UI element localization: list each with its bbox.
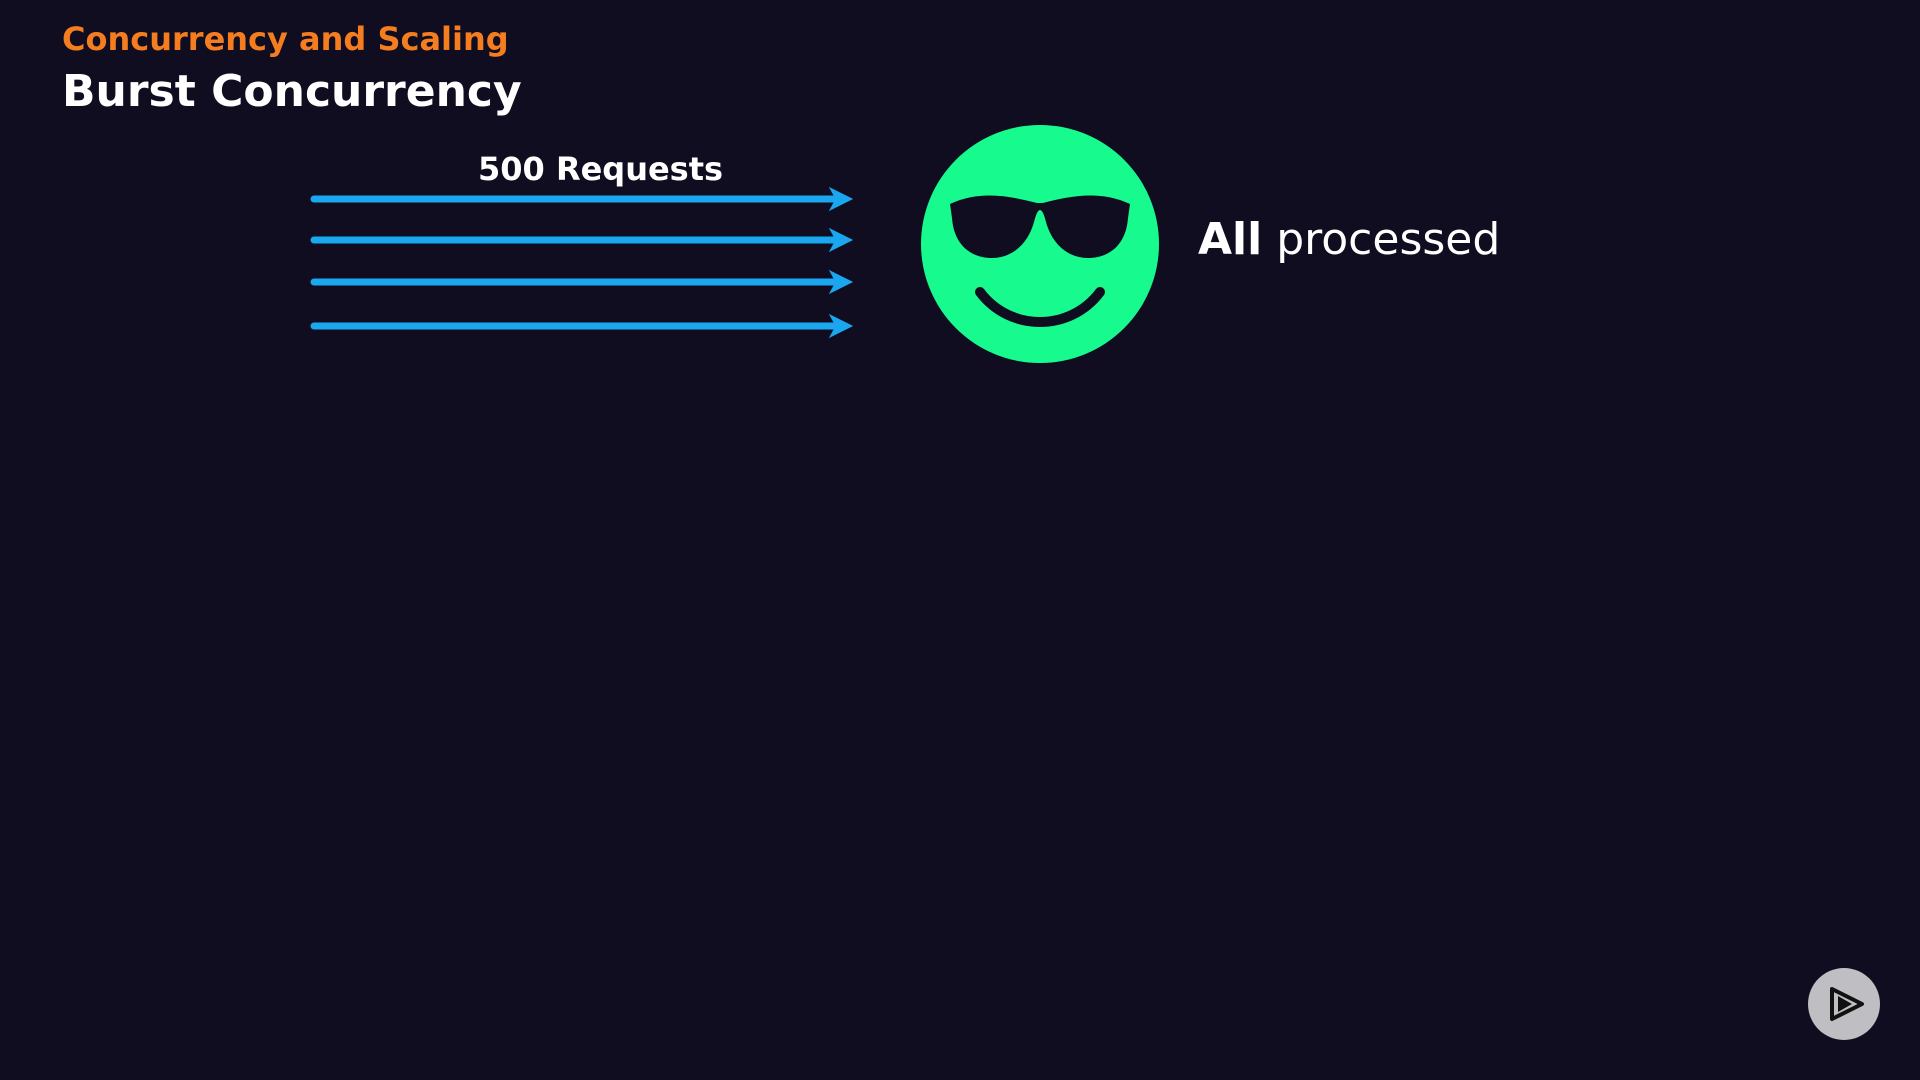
result-strong: All	[1198, 214, 1263, 265]
result-text: All processed	[1198, 214, 1500, 265]
request-arrow	[310, 269, 854, 295]
section-title: Concurrency and Scaling	[62, 20, 509, 58]
requests-label: 500 Requests	[478, 150, 724, 188]
play-icon	[1830, 987, 1864, 1021]
request-arrow	[310, 186, 854, 212]
slide-title: Burst Concurrency	[62, 66, 522, 117]
request-arrow	[310, 313, 854, 339]
smiling-face-with-sunglasses-icon	[921, 125, 1159, 363]
request-arrow	[310, 227, 854, 253]
request-arrows	[310, 186, 854, 339]
play-button[interactable]	[1808, 968, 1880, 1040]
result-rest: processed	[1262, 214, 1501, 265]
